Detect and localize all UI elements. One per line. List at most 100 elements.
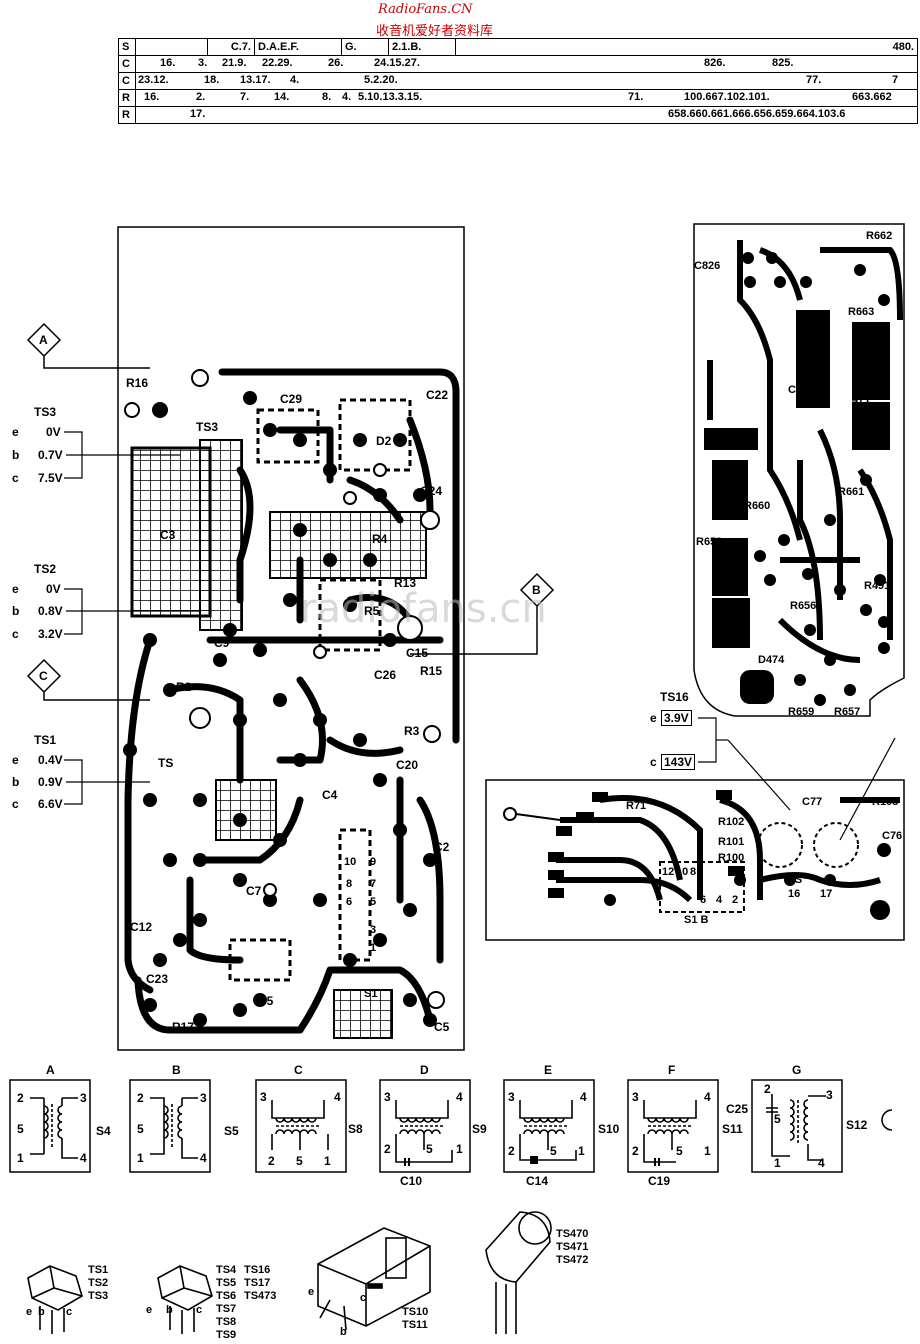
component-label: G bbox=[354, 434, 364, 448]
component-label: C4 bbox=[322, 788, 338, 802]
component-label: 10 bbox=[676, 866, 689, 878]
capacitor-label: C19 bbox=[648, 1174, 671, 1188]
pin-label: 4 bbox=[80, 1151, 87, 1165]
watermark-center: radiofans.cn bbox=[300, 586, 547, 632]
component-label: S1 bbox=[364, 988, 378, 1000]
package-label: TS7 bbox=[216, 1303, 237, 1315]
ts16-e-label: e bbox=[650, 711, 657, 725]
pin-label: 4 bbox=[456, 1090, 463, 1104]
component-label: R656 bbox=[790, 600, 817, 612]
capacitor-label: C14 bbox=[526, 1174, 549, 1188]
component-label: C5 bbox=[434, 1020, 450, 1034]
pin-label: 3 bbox=[632, 1090, 639, 1104]
pin-label: 3 bbox=[200, 1091, 207, 1105]
pin-label: e bbox=[308, 1286, 315, 1298]
pin-label: 2 bbox=[764, 1082, 771, 1096]
component-label: S1 B bbox=[684, 914, 709, 926]
pin-label: c bbox=[66, 1306, 73, 1318]
ts2-e-label: e bbox=[12, 582, 19, 596]
component-label: R657 bbox=[834, 706, 861, 718]
watermark-subtitle: 收音机爱好者资料库 bbox=[376, 23, 494, 38]
component-label: R100 bbox=[718, 852, 745, 864]
parts-location-table: S C.7. D.A.E.F. G. 2.1.B. 480. C 16. 3. … bbox=[118, 38, 918, 124]
right-board-outline bbox=[693, 223, 905, 717]
ts2-b-label: b bbox=[12, 604, 20, 618]
component-label: 8 bbox=[346, 878, 353, 890]
transformer-letter: G bbox=[792, 1063, 802, 1077]
component-label: 6 bbox=[700, 894, 707, 906]
ts3-c-voltage: 7.5V bbox=[38, 471, 63, 485]
package-label: TS17 bbox=[244, 1277, 271, 1289]
component-label: R71 bbox=[626, 800, 647, 812]
package-label: TS9 bbox=[216, 1329, 237, 1341]
pin-label: 2 bbox=[17, 1091, 24, 1105]
component-label: R660 bbox=[744, 500, 771, 512]
ts2-b-voltage: 0.8V bbox=[38, 604, 63, 618]
transformer-box-c bbox=[255, 1079, 347, 1173]
component-label: 17 bbox=[820, 888, 833, 900]
pin-label: 1 bbox=[17, 1151, 24, 1165]
pin-label: 4 bbox=[818, 1156, 825, 1170]
ts16-title: TS16 bbox=[660, 690, 689, 704]
table-row: S C.7. D.A.E.F. G. 2.1.B. 480. bbox=[118, 38, 918, 56]
component-label: R15 bbox=[420, 664, 443, 678]
ts1-c-label: c bbox=[12, 797, 19, 811]
transformer-letter: D bbox=[420, 1063, 429, 1077]
pin-label: e bbox=[146, 1304, 153, 1316]
component-label: R16 bbox=[126, 376, 149, 390]
pin-label: 3 bbox=[80, 1091, 87, 1105]
pin-label: 1 bbox=[704, 1144, 711, 1158]
package-label: TS6 bbox=[216, 1290, 237, 1302]
component-label: C26 bbox=[374, 668, 397, 682]
marker-a bbox=[26, 322, 150, 369]
pin-label: 3 bbox=[508, 1090, 515, 1104]
pin-label: 3 bbox=[826, 1088, 833, 1102]
package-label: TS471 bbox=[556, 1241, 589, 1253]
transformer-box-a bbox=[9, 1079, 91, 1173]
pin-label: 2 bbox=[268, 1154, 275, 1168]
ts2-e-voltage: 0V bbox=[46, 582, 61, 596]
main-board-outline bbox=[117, 226, 465, 1051]
component-label: 2 bbox=[732, 894, 739, 906]
ts1-c-voltage: 6.6V bbox=[38, 797, 63, 811]
component-label: D4 bbox=[744, 678, 759, 690]
component-label: D2 bbox=[376, 434, 392, 448]
package-label: TS8 bbox=[216, 1316, 237, 1328]
component-label: R663 bbox=[848, 306, 875, 318]
transformer-boxes bbox=[9, 1079, 843, 1173]
component-label: C20 bbox=[396, 758, 419, 772]
component-label: R102 bbox=[718, 816, 745, 828]
ground-plane bbox=[199, 439, 243, 631]
ground-plane-c3 bbox=[130, 446, 212, 618]
component-label: R491 bbox=[864, 580, 891, 592]
component-label: 3 bbox=[370, 924, 377, 936]
ts3-e-label: e bbox=[12, 425, 19, 439]
package-sketches bbox=[27, 1211, 552, 1334]
transformer-box-e bbox=[503, 1079, 595, 1173]
component-label: R2 bbox=[176, 680, 192, 694]
component-label: R659 bbox=[788, 706, 815, 718]
pin-label: 4 bbox=[200, 1151, 207, 1165]
component-label: 16 bbox=[788, 888, 801, 900]
transformer-box-d bbox=[379, 1079, 471, 1173]
pin-label: 2 bbox=[632, 1144, 639, 1158]
ground-plane bbox=[333, 989, 393, 1039]
ts1-b-label: b bbox=[12, 775, 20, 789]
pin-label: 5 bbox=[137, 1122, 144, 1136]
pin-label: 1 bbox=[456, 1142, 463, 1156]
transformer-switch: S9 bbox=[472, 1122, 487, 1136]
ts2-title: TS2 bbox=[34, 562, 57, 576]
lower-board-traces bbox=[556, 795, 900, 903]
component-label: D5 bbox=[258, 994, 274, 1008]
transformer-letter: E bbox=[544, 1063, 553, 1077]
component-outlines bbox=[228, 398, 412, 982]
pin-label: 2 bbox=[137, 1091, 144, 1105]
pin-label: 5 bbox=[17, 1122, 24, 1136]
pin-label: 5 bbox=[426, 1142, 433, 1156]
pin-label: 2 bbox=[384, 1142, 391, 1156]
right-board-blocks bbox=[704, 310, 890, 704]
package-label: TS5 bbox=[216, 1277, 237, 1289]
package-label: TS470 bbox=[556, 1228, 589, 1240]
ts1-title: TS1 bbox=[34, 733, 57, 747]
